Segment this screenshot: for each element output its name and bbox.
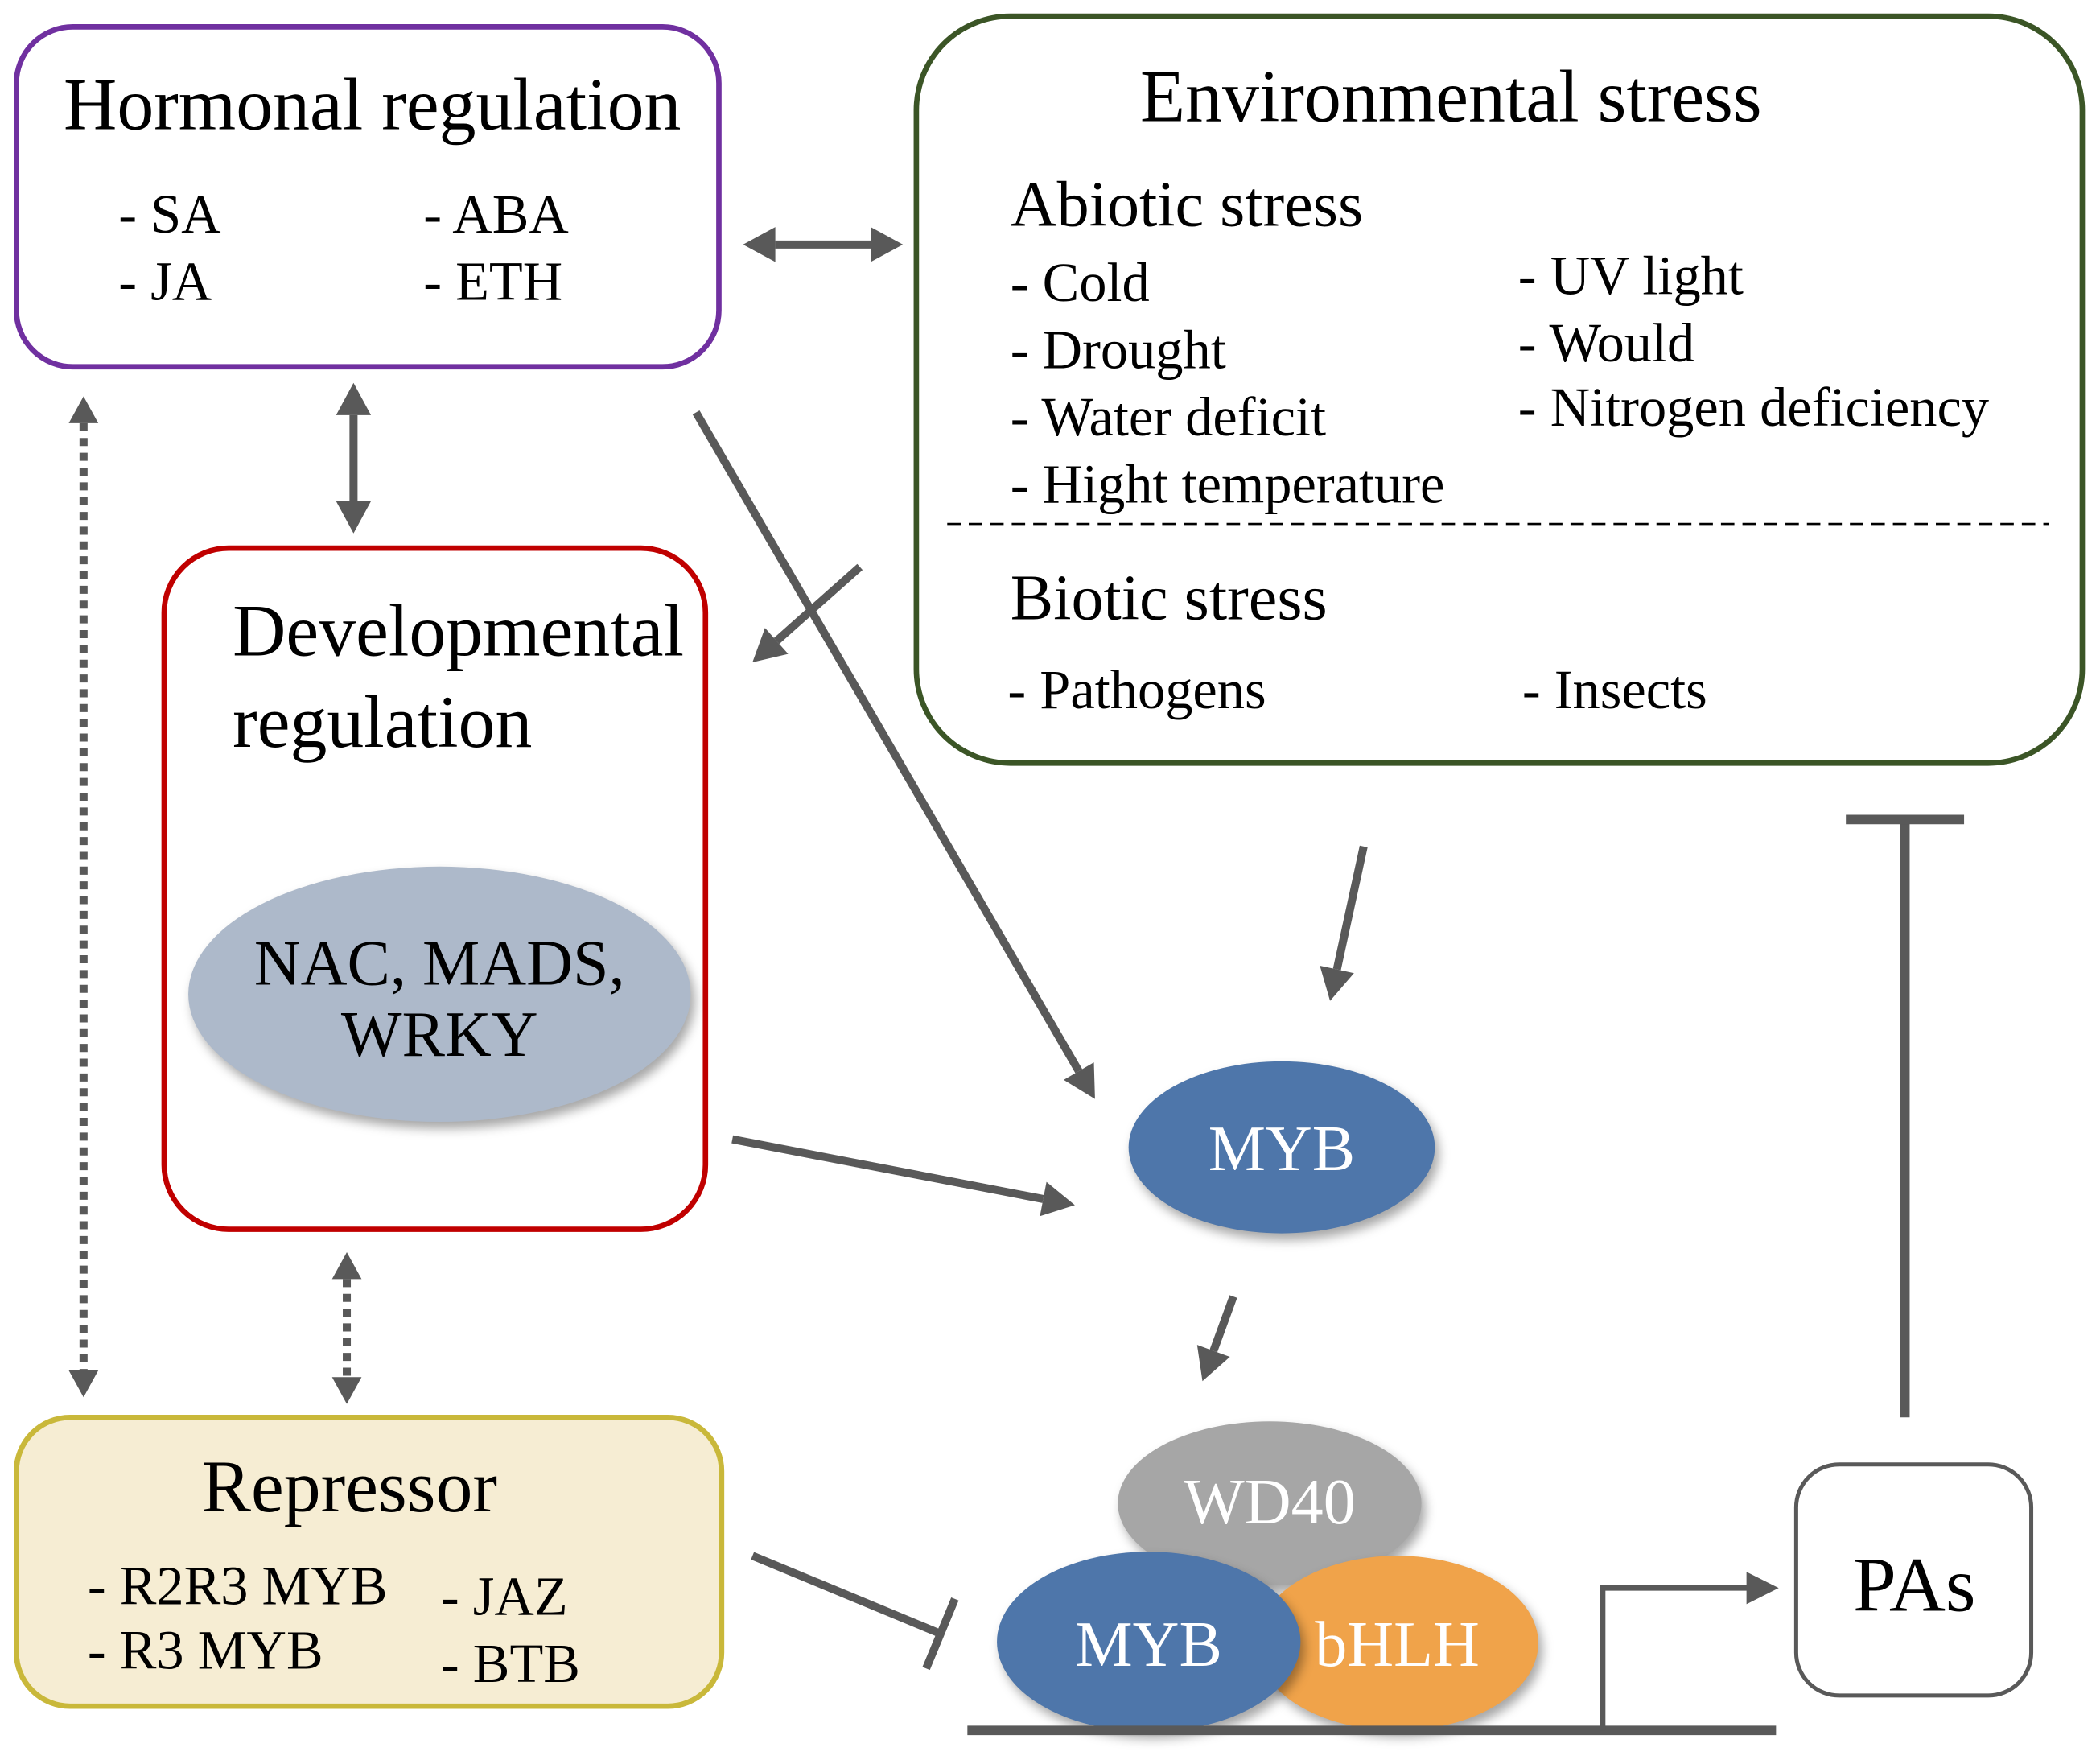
repressor-title: Repressor — [202, 1445, 497, 1527]
myb-ellipse — [1128, 1061, 1435, 1234]
arrowhead — [68, 396, 99, 423]
arrowhead — [331, 1251, 362, 1280]
gene-promoter — [967, 1572, 1779, 1736]
biotic-item-insects: - Insects — [1522, 659, 1707, 720]
connector-line — [1332, 845, 1368, 971]
hormonal-item-sa: - SA — [118, 183, 220, 245]
connector-line — [773, 563, 863, 645]
bhlh-ellipse — [1256, 1556, 1538, 1731]
repressor-item-btb: - BTB — [441, 1633, 580, 1694]
environmental-title: Environmental stress — [1140, 55, 1762, 137]
abiotic-item-would: - Would — [1518, 312, 1694, 373]
abiotic-item-drought: - Drought — [1011, 319, 1226, 380]
wd40-ellipse — [1118, 1421, 1422, 1585]
connector-line — [1209, 1295, 1237, 1353]
abiotic-item-uv-light: - UV light — [1518, 245, 1744, 307]
arrow-myb-to-complex — [1196, 1295, 1237, 1382]
hormonal-title: Hormonal regulation — [64, 63, 681, 145]
arrowhead — [743, 227, 776, 262]
arrow-hormonal-environmental — [743, 227, 904, 262]
abiotic-item-water-deficit: - Water deficit — [1011, 386, 1326, 447]
arrowhead — [336, 382, 372, 415]
bhlh-label: bHLH — [1315, 1610, 1480, 1680]
nac-mads-label: NAC, MADS, — [254, 929, 625, 1000]
abiotic-stress-title: Abiotic stress — [1011, 169, 1363, 240]
hormonal-regulation-box: Hormonal regulation - SA - JA - ABA - ET… — [14, 24, 722, 370]
dotted-arrow-developmental-repressor — [331, 1251, 362, 1404]
mbw-complex: WD40 MYB bHLH — [997, 1421, 1538, 1732]
hormonal-item-ja: - JA — [118, 250, 212, 311]
repressor-item-r3-myb: - R3 MYB — [88, 1619, 323, 1680]
biotic-stress-title: Biotic stress — [1011, 563, 1328, 634]
inhibition-bar — [922, 1597, 959, 1671]
inhibition-pas-to-environmental — [1846, 814, 1965, 1418]
wrky-label: WRKY — [341, 1000, 538, 1070]
developmental-title-line2: regulation — [233, 681, 532, 763]
environmental-box-frame — [913, 13, 2086, 766]
hormonal-item-eth: - ETH — [423, 250, 562, 311]
connectors — [68, 227, 1965, 1671]
pas-box: PAs — [1793, 1462, 2034, 1698]
complex-myb-ellipse — [997, 1552, 1301, 1732]
arrow-environmental-to-developmental — [752, 563, 863, 663]
arrowhead — [68, 1370, 99, 1398]
arrowhead — [331, 1377, 362, 1404]
repressor-box-frame — [14, 1414, 725, 1709]
repressor-item-jaz: - JAZ — [441, 1566, 568, 1627]
transcription-arrowhead — [1746, 1572, 1779, 1605]
arrowhead — [752, 628, 789, 663]
connector-line — [692, 410, 1083, 1074]
connector-line — [731, 1135, 1044, 1203]
connector-line — [751, 1552, 942, 1638]
arrowhead — [1040, 1181, 1075, 1217]
wd40-label: WD40 — [1184, 1467, 1356, 1538]
environmental-stress-box: Environmental stress Abiotic stress - Co… — [913, 13, 2086, 766]
hormonal-item-aba: - ABA — [423, 183, 569, 245]
developmental-title-line1: Developmental — [233, 590, 684, 672]
pas-box-frame — [1793, 1462, 2034, 1698]
arrow-developmental-to-myb — [731, 1135, 1075, 1217]
hormonal-box-frame — [14, 24, 722, 370]
arrowhead — [336, 501, 372, 534]
arrow-hormonal-to-myb — [692, 410, 1095, 1099]
arrowhead — [871, 227, 904, 262]
arrowhead — [1064, 1062, 1095, 1099]
myb-label: MYB — [1209, 1114, 1356, 1185]
arrow-environmental-to-myb — [1320, 845, 1368, 1001]
nac-mads-wrky-ellipse — [188, 866, 691, 1123]
developmental-regulation-box: Developmental regulation NAC, MADS, WRKY — [161, 545, 709, 1232]
abiotic-item-cold: - Cold — [1011, 252, 1150, 313]
inhibition-repressor-to-complex — [751, 1552, 959, 1671]
myb-node: MYB — [1128, 1061, 1435, 1234]
biotic-item-pathogens: - Pathogens — [1007, 659, 1266, 720]
dotted-arrow-hormonal-repressor — [68, 396, 99, 1398]
repressor-item-r2r3-myb: - R2R3 MYB — [88, 1555, 388, 1616]
arrowhead — [1196, 1345, 1230, 1382]
arrowhead — [1320, 965, 1354, 1001]
complex-myb-label: MYB — [1075, 1610, 1222, 1680]
pas-label: PAs — [1853, 1542, 1976, 1628]
repressor-box: Repressor - R2R3 MYB - R3 MYB - JAZ - BT… — [14, 1414, 725, 1709]
abiotic-item-nitrogen-deficiency: - Nitrogen deficiency — [1518, 377, 1989, 438]
arrow-hormonal-developmental — [336, 382, 372, 534]
abiotic-item-high-temperature: - Hight temperature — [1011, 453, 1445, 514]
transcription-start-arrow — [1600, 1585, 1749, 1731]
